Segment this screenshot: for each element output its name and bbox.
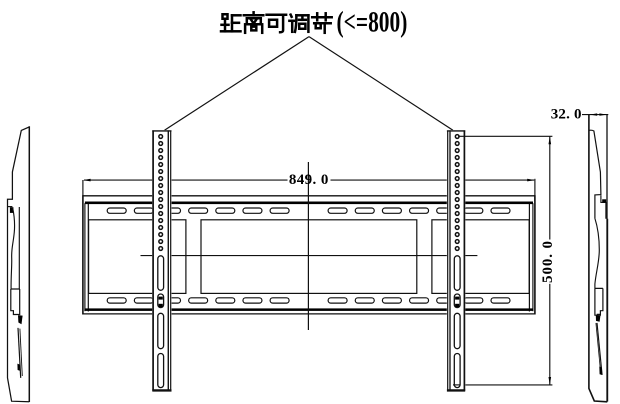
svg-text:849. 0: 849. 0 [289,172,329,188]
svg-text:(<=800): (<=800) [337,5,408,38]
svg-text:500. 0: 500. 0 [540,240,556,283]
svg-text:32. 0: 32. 0 [551,106,582,122]
